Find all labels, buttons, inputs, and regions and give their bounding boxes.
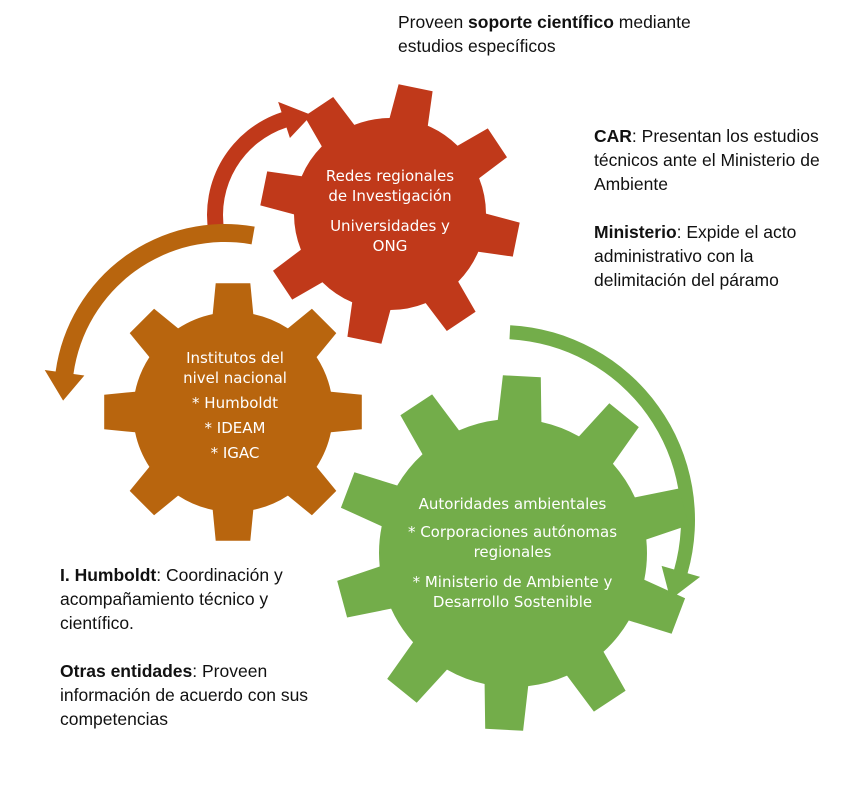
car-text1: : Presentan los estudios [631,126,819,146]
red-gear-title-line1: Redes regionales [325,167,455,185]
green-gear-title: Autoridades ambientales [418,495,607,513]
min-line2: administrativo con la [594,246,754,266]
humboldt-line3: científico. [60,613,134,633]
humboldt-line2: acompañamiento técnico y [60,589,269,609]
red-gear-sub-line2: ONG [372,237,408,255]
humboldt-label: I. Humboldt [60,565,157,585]
green-gear-item1-line1: * Corporaciones autónomas [407,523,618,541]
humboldt-line1: I. Humboldt: Coordinación y [60,563,340,587]
otras-line2: información de acuerdo con sus [60,685,309,705]
brown-gear-title-line2: nivel nacional [183,369,287,387]
red-gear-label: Redes regionales de Investigación Univer… [300,166,480,256]
otras-line3: competencias [60,709,168,729]
min-text1: : Expide el acto [676,222,797,242]
brown-gear-label: Institutos del nivel nacional * Humboldt… [150,348,320,463]
top-note: Proveen soporte científico mediante estu… [398,10,828,58]
car-line3: Ambiente [594,174,668,194]
brown-gear-item-ideam: * IDEAM [204,419,266,437]
green-gear-item2-line2: Desarrollo Sostenible [432,593,593,611]
brown-cycle-arrow [44,224,255,401]
green-cycle-arrow [509,325,701,600]
top-note-bold: soporte científico [468,12,614,32]
green-gear-label: Autoridades ambientales * Corporaciones … [385,494,640,612]
red-gear-sub-line1: Universidades y [330,217,450,235]
top-note-prefix: Proveen [398,12,469,32]
otras-text1: : Proveen [192,661,268,681]
green-gear [337,375,689,731]
car-line2: técnicos ante el Ministerio de [594,150,820,170]
right-note: CAR: Presentan los estudios técnicos ant… [594,124,844,292]
red-gear [260,84,520,344]
brown-gear-item-humboldt: * Humboldt [192,394,278,412]
top-note-line1: Proveen soporte científico mediante [398,10,828,34]
min-line3: delimitación del páramo [594,270,779,290]
min-label: Ministerio [594,222,677,242]
brown-gear-item-igac: * IGAC [210,444,260,462]
green-gear-item1-line2: regionales [473,543,552,561]
top-note-line2: estudios específicos [398,36,556,56]
otras-line1: Otras entidades: Proveen [60,659,340,683]
otras-label: Otras entidades [60,661,193,681]
car-label: CAR [594,126,632,146]
red-gear-title-line2: de Investigación [328,187,452,205]
car-line1: CAR: Presentan los estudios [594,124,844,148]
top-note-rest: mediante [613,12,691,32]
min-line1: Ministerio: Expide el acto [594,220,844,244]
brown-gear-title-line1: Institutos del [186,349,284,367]
green-gear-item2-line1: * Ministerio de Ambiente y [412,573,613,591]
red-cycle-arrow [207,101,312,234]
humboldt-text1: : Coordinación y [156,565,283,585]
left-note: I. Humboldt: Coordinación y acompañamien… [60,563,340,731]
brown-gear [104,283,362,541]
